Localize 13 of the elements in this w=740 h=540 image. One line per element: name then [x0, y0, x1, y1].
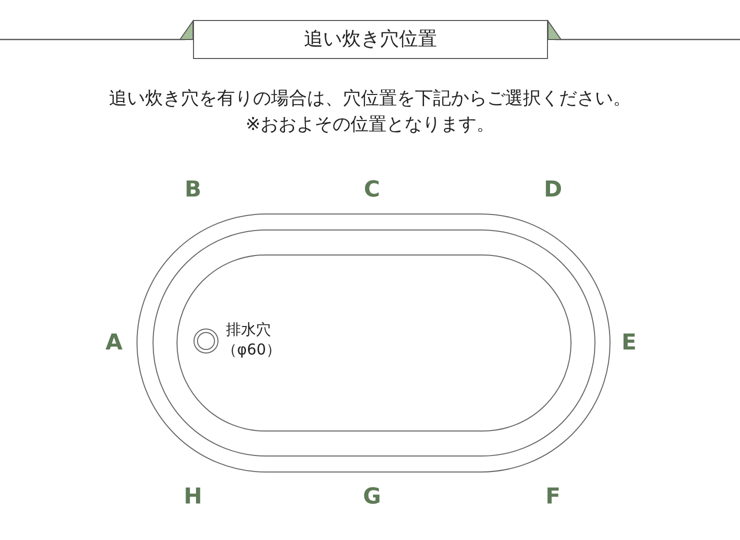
position-letter: E [621, 330, 637, 356]
position-letter: H [184, 484, 202, 510]
instruction-text: 追い炊き穴を有りの場合は、穴位置を下記からご選択ください。 [109, 87, 631, 110]
drain-size-label: （φ60） [222, 340, 281, 360]
position-letter: G [362, 484, 382, 510]
position-letter: D [544, 178, 562, 202]
drain-label: 排水穴 [226, 320, 271, 340]
position-letter: A [105, 330, 123, 356]
position-letter: C [364, 178, 380, 202]
title-banner: 追い炊き穴位置 [193, 20, 548, 59]
position-letter: F [545, 484, 561, 510]
position-letter: B [184, 178, 202, 202]
note-text: ※おおよその位置となります。 [245, 113, 495, 136]
